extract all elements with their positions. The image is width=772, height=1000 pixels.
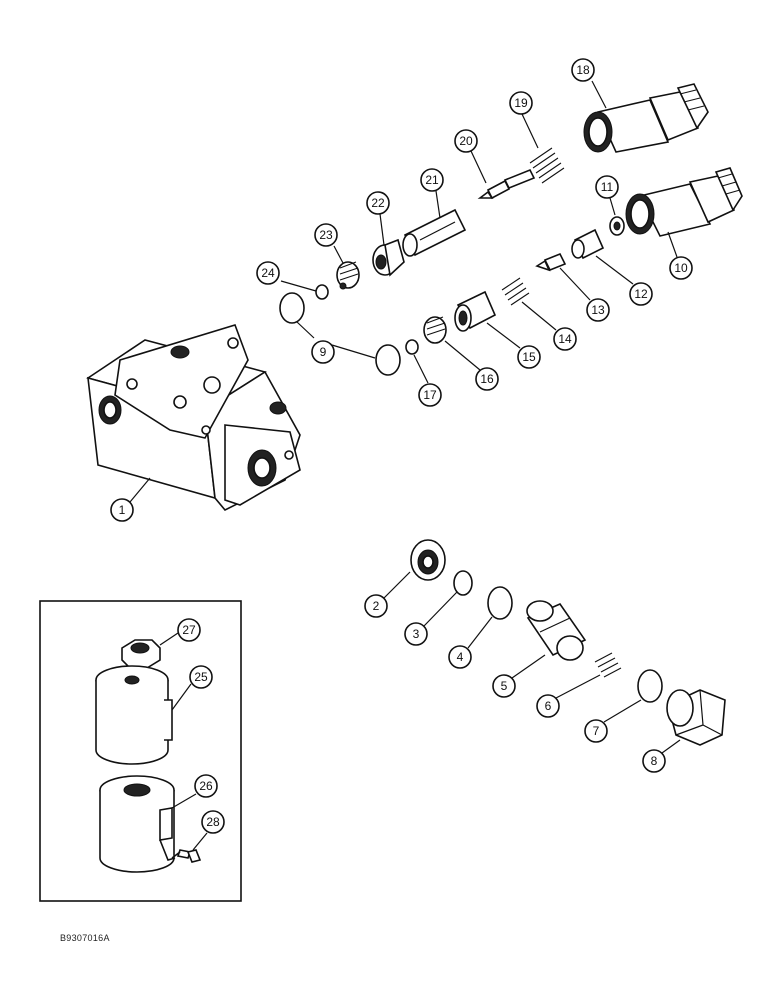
inset-frame — [39, 600, 242, 902]
svg-text:12: 12 — [634, 287, 648, 301]
callout-15: 15 — [517, 345, 541, 369]
callout-28: 28 — [201, 810, 225, 834]
part-12-cap — [571, 228, 605, 260]
svg-text:7: 7 — [593, 724, 600, 738]
callout-21: 21 — [420, 168, 444, 192]
svg-text:2: 2 — [373, 599, 380, 613]
callout-17: 17 — [418, 383, 442, 407]
part-6-spring — [594, 652, 622, 678]
callout-13: 13 — [586, 298, 610, 322]
callout-18: 18 — [571, 58, 595, 82]
part-20-pin — [477, 168, 536, 200]
svg-text:11: 11 — [601, 180, 614, 194]
svg-text:15: 15 — [522, 350, 536, 364]
part-9-oring-lower — [375, 344, 401, 376]
part-15-seat — [454, 290, 497, 332]
svg-text:28: 28 — [206, 815, 220, 829]
svg-text:4: 4 — [457, 650, 464, 664]
svg-text:18: 18 — [576, 63, 590, 77]
part-18-fitting — [583, 83, 709, 153]
part-2-plug — [410, 539, 446, 581]
callout-12: 12 — [629, 282, 653, 306]
part-4-oring — [487, 586, 513, 620]
part-16-poppet — [423, 316, 447, 344]
callout-27: 27 — [177, 618, 201, 642]
part-3-oring — [453, 570, 473, 596]
part-22-seat — [372, 238, 405, 277]
part-19-spring — [529, 147, 565, 184]
callout-3: 3 — [404, 622, 428, 646]
svg-text:21: 21 — [425, 173, 439, 187]
svg-text:25: 25 — [194, 670, 208, 684]
svg-text:9: 9 — [320, 345, 327, 359]
svg-text:10: 10 — [674, 261, 688, 275]
svg-text:8: 8 — [651, 754, 658, 768]
svg-text:24: 24 — [261, 266, 275, 280]
part-28-screw — [171, 849, 202, 863]
part-5-spool — [526, 600, 587, 661]
svg-text:3: 3 — [413, 627, 420, 641]
callout-8: 8 — [642, 749, 666, 773]
svg-text:20: 20 — [459, 134, 473, 148]
callout-14: 14 — [553, 327, 577, 351]
callout-7: 7 — [584, 719, 608, 743]
callout-26: 26 — [194, 774, 218, 798]
callout-16: 16 — [475, 367, 499, 391]
svg-text:14: 14 — [558, 332, 572, 346]
svg-text:19: 19 — [514, 96, 528, 110]
part-10-fitting — [625, 167, 743, 237]
part-9-oring-upper — [279, 292, 305, 324]
callout-20: 20 — [454, 129, 478, 153]
svg-text:22: 22 — [371, 196, 385, 210]
part-25-shell — [95, 665, 173, 765]
part-21-sleeve — [402, 208, 467, 257]
callout-23: 23 — [314, 223, 338, 247]
callout-25: 25 — [189, 665, 213, 689]
part-valve-body — [86, 324, 301, 511]
part-7-oring — [637, 669, 663, 703]
svg-text:1: 1 — [119, 503, 126, 517]
part-11-washer — [609, 216, 625, 236]
svg-text:23: 23 — [319, 228, 333, 242]
svg-text:6: 6 — [545, 699, 552, 713]
svg-text:26: 26 — [199, 779, 213, 793]
part-8-plug — [666, 689, 726, 746]
callout-19: 19 — [509, 91, 533, 115]
svg-text:27: 27 — [182, 623, 196, 637]
callout-22: 22 — [366, 191, 390, 215]
part-26-coil — [99, 775, 176, 873]
part-13-pin — [535, 252, 567, 272]
callout-2: 2 — [364, 594, 388, 618]
leader-lines — [129, 80, 681, 851]
svg-text:17: 17 — [423, 388, 437, 402]
callout-24: 24 — [256, 261, 280, 285]
part-14-spring — [501, 277, 530, 306]
callout-9: 9 — [311, 340, 335, 364]
part-27-nut — [121, 639, 161, 669]
callout-4: 4 — [448, 645, 472, 669]
figure-reference-id: B9307016A — [60, 933, 110, 943]
part-17-washer — [405, 339, 419, 355]
svg-text:16: 16 — [480, 372, 494, 386]
callout-5: 5 — [492, 674, 516, 698]
svg-text:13: 13 — [591, 303, 605, 317]
callout-11: 11 — [595, 175, 619, 199]
callout-1: 1 — [110, 498, 134, 522]
svg-text:5: 5 — [501, 679, 508, 693]
callout-10: 10 — [669, 256, 693, 280]
callout-6: 6 — [536, 694, 560, 718]
part-23-poppet — [336, 261, 360, 290]
part-24-washer — [315, 284, 329, 300]
